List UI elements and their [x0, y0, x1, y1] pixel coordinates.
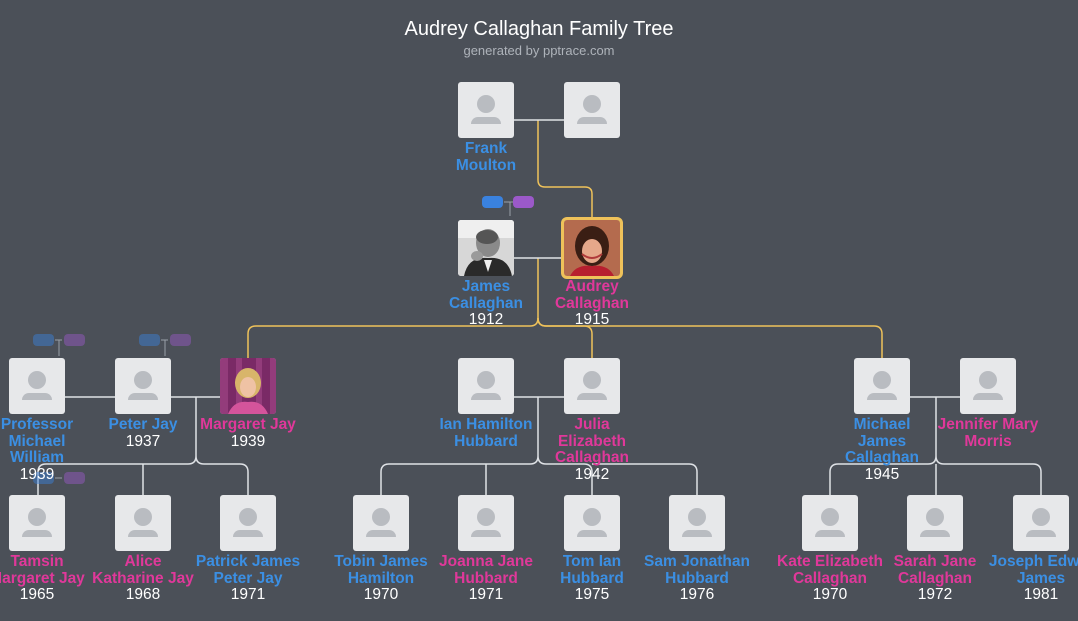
person-name: Kate Elizabeth Callaghan [777, 553, 883, 587]
avatar-photo [220, 358, 276, 414]
person-name: Joanna Jane Hubbard [439, 553, 533, 587]
person-name: Peter Jay [108, 416, 178, 433]
person-michael-james-callaghan[interactable]: Michael James Callaghan 1945 [829, 358, 935, 483]
person-name: Julia Elizabeth Callaghan [554, 416, 630, 466]
person-tamsin-margaret-jay[interactable]: Tamsin Margaret Jay 1965 [0, 495, 90, 604]
children-line-jay [37, 397, 249, 495]
person-ian-hamilton-hubbard[interactable]: Ian Hamilton Hubbard [433, 358, 539, 450]
toggle-pill-purple[interactable] [64, 334, 85, 346]
toggle-pill-purple[interactable] [64, 472, 85, 484]
toggle-pill-blue[interactable] [482, 196, 503, 208]
person-year: 1976 [679, 586, 715, 603]
avatar-photo [458, 220, 514, 276]
avatar-placeholder-icon [907, 495, 963, 551]
person-sam-jonathan-hubbard[interactable]: Sam Jonathan Hubbard 1976 [644, 495, 750, 604]
person-name: Michael James Callaghan [844, 416, 920, 466]
person-year: 1968 [125, 586, 161, 603]
toggle-pill-blue[interactable] [33, 334, 54, 346]
avatar-placeholder-icon [802, 495, 858, 551]
person-name: Audrey Callaghan [554, 278, 630, 312]
person-year: 1912 [468, 311, 504, 328]
person-year: 1965 [19, 586, 55, 603]
person-year: 1939 [19, 465, 55, 483]
person-julia-elizabeth-callaghan[interactable]: Julia Elizabeth Callaghan 1942 [539, 358, 645, 483]
person-name: Professor Michael William [0, 416, 74, 466]
person-year: 1981 [1023, 586, 1059, 603]
toggle-pill-blue[interactable] [139, 334, 160, 346]
person-margaret-jay[interactable]: Margaret Jay 1939 [195, 358, 301, 450]
person-professor-michael-william[interactable]: Professor Michael William 1939 [0, 358, 90, 483]
person-name: James Callaghan [448, 278, 524, 312]
person-audrey-callaghan[interactable]: Audrey Callaghan 1915 [539, 217, 645, 329]
children-line-callaghan [829, 397, 1042, 495]
page-subtitle: generated by pptrace.com [463, 43, 615, 58]
person-name: Alice Katharine Jay [92, 553, 194, 587]
person-year: 1971 [468, 586, 504, 603]
avatar-placeholder-icon [854, 358, 910, 414]
person-year: 1970 [812, 586, 848, 603]
person-year: 1915 [574, 311, 610, 328]
lineage-line-to-children [247, 258, 539, 358]
pill-connector-3 [161, 339, 168, 356]
person-year: 1970 [363, 586, 399, 603]
toggle-pill-purple[interactable] [513, 196, 534, 208]
person-year: 1945 [864, 465, 900, 483]
person-year: 1937 [125, 432, 161, 450]
person-name: Patrick James Peter Jay [195, 553, 301, 587]
person-frank-moulton[interactable]: Frank Moulton [433, 82, 539, 174]
person-year: 1972 [917, 586, 953, 603]
person-name: Tamsin Margaret Jay [0, 553, 85, 587]
avatar-placeholder-icon [353, 495, 409, 551]
toggle-pill-purple[interactable] [170, 334, 191, 346]
person-year: 1942 [574, 465, 610, 483]
avatar-placeholder-icon [564, 495, 620, 551]
person-name: Tom Ian Hubbard [560, 553, 624, 587]
person-james-callaghan[interactable]: James Callaghan 1912 [433, 220, 539, 329]
person-joanna-jane-hubbard[interactable]: Joanna Jane Hubbard 1971 [433, 495, 539, 604]
person-name: Joseph Edwin James [988, 553, 1078, 587]
person-peter-jay[interactable]: Peter Jay 1937 [90, 358, 196, 450]
avatar-placeholder-icon [458, 358, 514, 414]
person-patrick-james-peter-jay[interactable]: Patrick James Peter Jay 1971 [195, 495, 301, 604]
person-kate-elizabeth-callaghan[interactable]: Kate Elizabeth Callaghan 1970 [777, 495, 883, 604]
person-tom-ian-hubbard[interactable]: Tom Ian Hubbard 1975 [539, 495, 645, 604]
person-year: 1939 [230, 432, 266, 450]
person-year: 1975 [574, 586, 610, 603]
person-tobin-james-hamilton[interactable]: Tobin James Hamilton 1970 [328, 495, 434, 604]
avatar-placeholder-icon [960, 358, 1016, 414]
person-name: Tobin James Hamilton [334, 553, 428, 587]
avatar-placeholder-icon [9, 495, 65, 551]
avatar-placeholder-icon [9, 358, 65, 414]
person-name: Jennifer Mary Morris [937, 416, 1039, 450]
toggle-pill-blue[interactable] [33, 472, 54, 484]
person-frank-spouse[interactable] [539, 82, 645, 138]
avatar-placeholder-icon [115, 358, 171, 414]
person-year: 1971 [230, 586, 266, 603]
avatar-placeholder-icon [1013, 495, 1069, 551]
person-name: Sarah Jane Callaghan [893, 553, 977, 587]
avatar-placeholder-icon [669, 495, 725, 551]
person-jennifer-mary-morris[interactable]: Jennifer Mary Morris [935, 358, 1041, 450]
page-title: Audrey Callaghan Family Tree [404, 18, 674, 40]
avatar-placeholder-icon [564, 82, 620, 138]
avatar-placeholder-icon [564, 358, 620, 414]
person-name: Frank Moulton [455, 140, 517, 174]
avatar-placeholder-icon [458, 82, 514, 138]
lineage-line-to-julia [537, 317, 593, 358]
person-name: Ian Hamilton Hubbard [439, 416, 533, 450]
person-joseph-edwin-james[interactable]: Joseph Edwin James 1981 [988, 495, 1078, 604]
pill-connector-2 [55, 339, 62, 356]
person-sarah-jane-callaghan[interactable]: Sarah Jane Callaghan 1972 [882, 495, 988, 604]
avatar-placeholder-icon [115, 495, 171, 551]
children-line-hubbard [380, 397, 698, 495]
person-name: Sam Jonathan Hubbard [644, 553, 750, 587]
avatar-placeholder-icon [458, 495, 514, 551]
person-name: Margaret Jay [200, 416, 296, 433]
lineage-line-frank-audrey [537, 120, 593, 217]
person-alice-katharine-jay[interactable]: Alice Katharine Jay 1968 [90, 495, 196, 604]
avatar-photo [561, 217, 623, 279]
avatar-placeholder-icon [220, 495, 276, 551]
